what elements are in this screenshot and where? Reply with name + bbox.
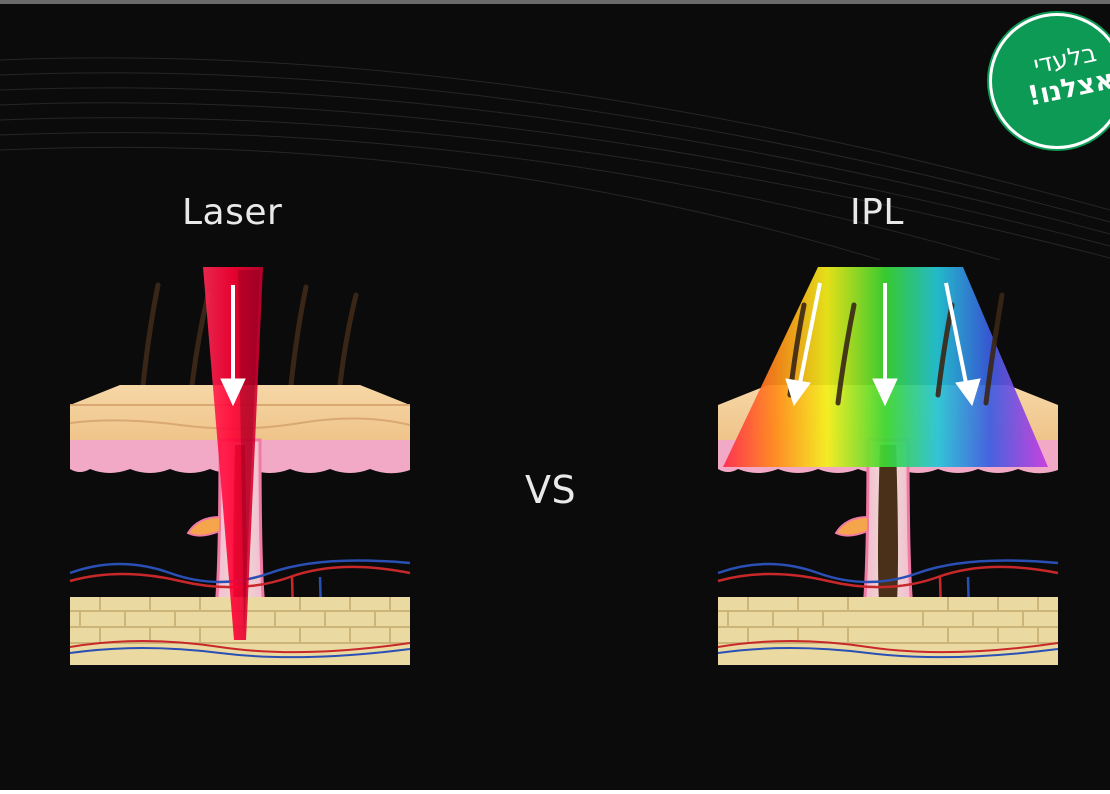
badge-text: בלעדי אצלנו!: [1013, 34, 1110, 113]
down-arrow-icon: [785, 282, 822, 407]
vs-label: VS: [525, 468, 577, 512]
exclusive-badge: בלעדי אצלנו!: [989, 13, 1110, 149]
ipl-skin-diagram: [717, 267, 1059, 665]
laser-title: Laser: [182, 192, 283, 233]
fat-layer: [717, 597, 1059, 665]
down-arrow-icon: [944, 282, 981, 407]
laser-beam: [203, 267, 263, 640]
down-arrow-icon: [220, 285, 246, 407]
sebaceous-gland: [834, 515, 869, 537]
background-sheen: [0, 57, 1110, 260]
down-arrow-icon: [872, 283, 898, 407]
laser-skin-diagram: [69, 267, 411, 665]
hair-strands: [139, 282, 359, 406]
sebaceous-gland: [186, 515, 221, 537]
ipl-title: IPL: [850, 192, 904, 233]
top-border: [0, 0, 1110, 4]
